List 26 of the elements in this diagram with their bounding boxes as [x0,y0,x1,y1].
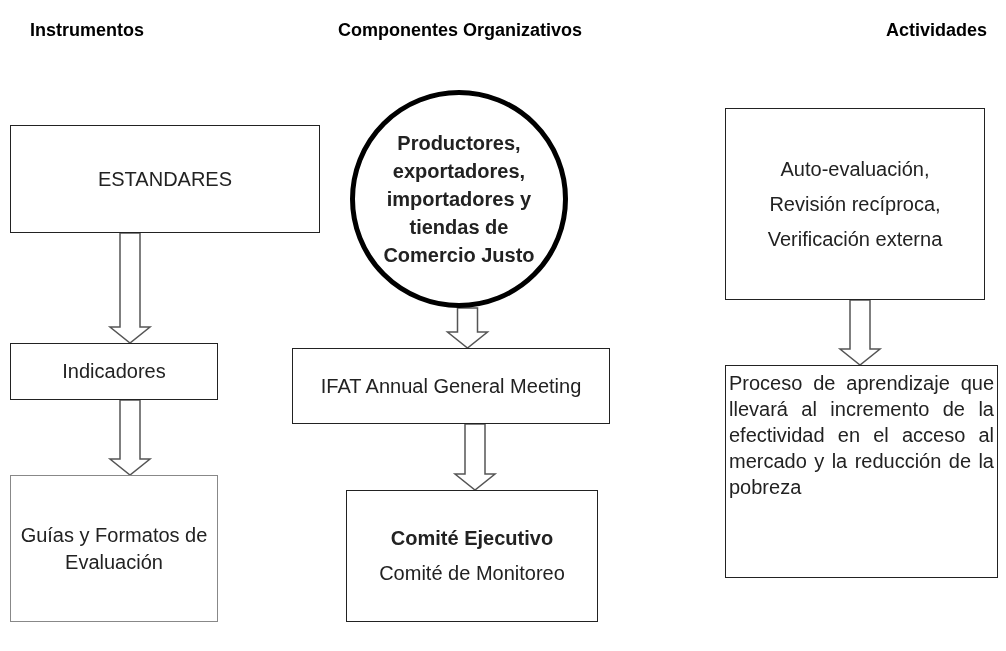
column-heading: Componentes Organizativos [338,20,583,41]
node-text: IFAT Annual General Meeting [319,373,583,399]
node-text: Indicadores [62,359,166,384]
node-text: Verificación externa [767,226,943,252]
node-text: Guías y Formatos de Evaluación [19,522,209,575]
column-heading: Actividades [886,20,988,41]
node-text: Revisión recíproca, [769,191,941,217]
column-heading: Instrumentos [30,20,144,41]
process-box [292,348,610,424]
process-box [725,365,998,578]
node-text: Comité de Monitoreo [379,561,565,586]
block-arrow [452,423,498,491]
block-arrow [107,232,153,344]
node-text: Auto-evaluación, [780,156,930,182]
process-box [10,475,218,622]
process-box [10,125,320,233]
process-box [346,490,598,622]
process-box [725,108,985,300]
block-arrow [837,299,883,366]
node-text: Comité Ejecutivo [390,526,554,551]
process-box [10,343,218,400]
block-arrow [445,307,490,349]
block-arrow [107,399,153,476]
node-text: ESTANDARES [97,166,233,192]
node-text: Productores, exportadores, importadores y tiendas de Comercio Justo [382,131,536,268]
node-text: Proceso de aprendizaje que llevará al incremento de la efectividad en el acceso al mercado y la reducción de la pobreza [729,371,994,500]
